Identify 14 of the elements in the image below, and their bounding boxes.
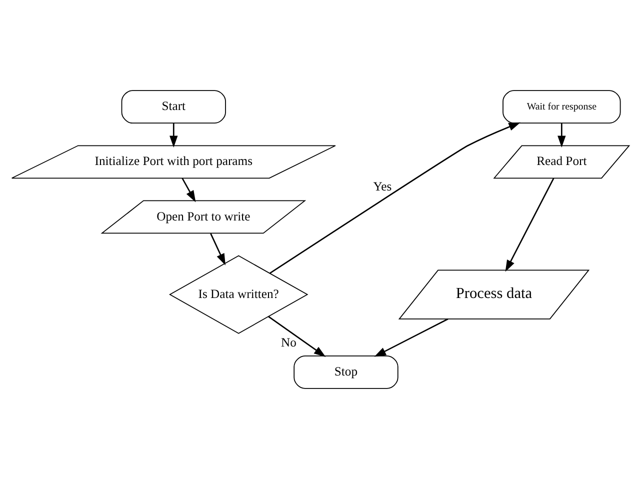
arrow: [558, 123, 566, 148]
node-diamond: Is Data written?: [168, 255, 308, 334]
arrow: [210, 233, 226, 266]
node-box: Stop: [294, 355, 398, 389]
arrow: [268, 316, 326, 357]
edge-label: No: [281, 335, 296, 350]
node-box: Wait for response: [502, 90, 621, 124]
arrow: [182, 178, 196, 202]
arrow: [374, 318, 448, 357]
arrow: [270, 122, 521, 274]
node-box: Start: [121, 90, 226, 124]
arrow: [170, 123, 178, 148]
arrow: [505, 178, 554, 272]
edge-label: Yes: [373, 179, 392, 194]
